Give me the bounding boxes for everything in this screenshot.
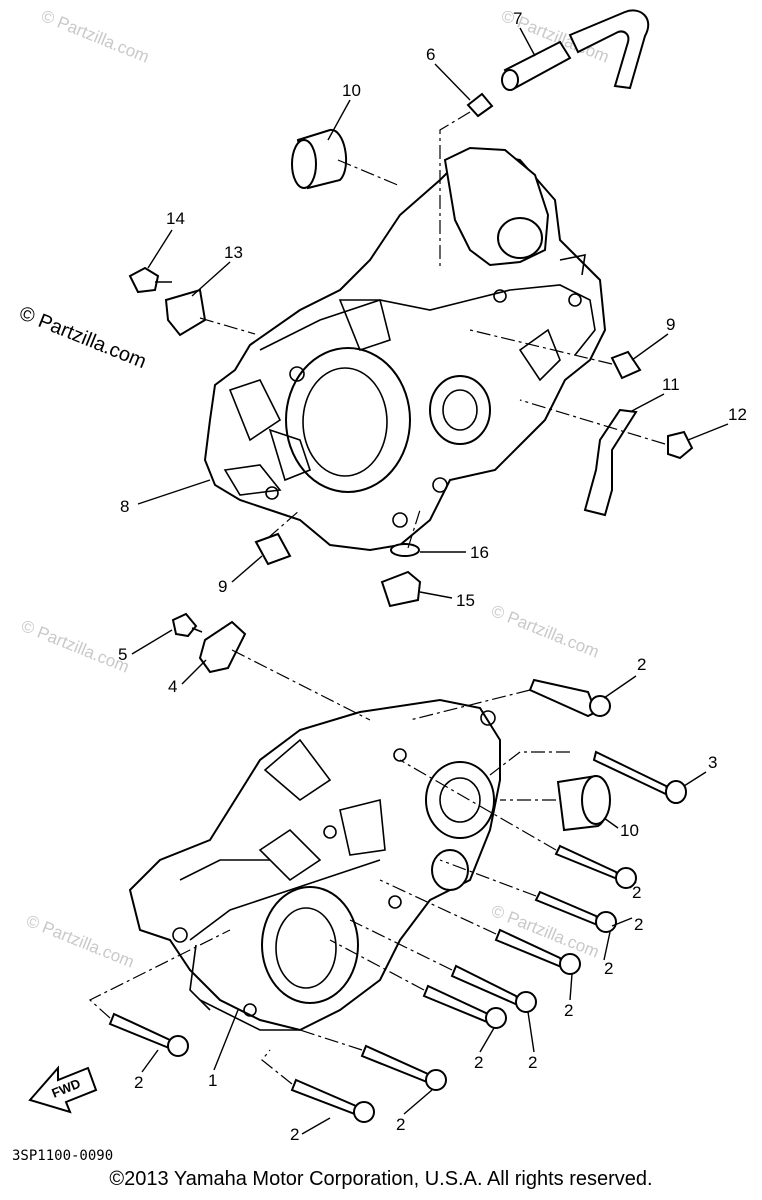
watermark-faint: © Partzilla.com bbox=[19, 616, 132, 677]
callouts: 7 6 10 14 13 9 11 12 8 16 9 15 5 bbox=[118, 9, 747, 1144]
watermark-faint: © Partzilla.com bbox=[39, 6, 152, 67]
copyright-notice: ©2013 Yamaha Motor Corporation, U.S.A. A… bbox=[109, 1168, 653, 1190]
part-10-bushing-upper bbox=[291, 129, 348, 190]
part-9-dowels bbox=[254, 350, 642, 566]
part-7-hose bbox=[501, 9, 650, 91]
callout-2: 2 bbox=[290, 1125, 299, 1144]
fwd-arrow-icon: FWD bbox=[28, 1065, 98, 1114]
callout-2: 2 bbox=[474, 1053, 483, 1072]
callout-9: 9 bbox=[666, 315, 675, 334]
callout-4: 4 bbox=[168, 677, 177, 696]
part-11-12-stay-bolt bbox=[583, 408, 694, 517]
watermark-faint: © Partzilla.com bbox=[489, 601, 602, 662]
part-10-bushing-lower bbox=[556, 774, 611, 832]
callout-13: 13 bbox=[224, 243, 243, 262]
callout-3: 3 bbox=[708, 753, 717, 772]
callout-14: 14 bbox=[166, 209, 185, 228]
callout-2: 2 bbox=[528, 1053, 537, 1072]
callout-6: 6 bbox=[426, 45, 435, 64]
callout-2: 2 bbox=[396, 1115, 405, 1134]
callout-15: 15 bbox=[456, 591, 475, 610]
callout-2: 2 bbox=[632, 883, 641, 902]
callout-2: 2 bbox=[604, 959, 613, 978]
callout-12: 12 bbox=[728, 405, 747, 424]
watermark-faint: © Partzilla.com bbox=[24, 911, 137, 972]
part-6-nipple bbox=[466, 92, 494, 118]
watermark-main: © Partzilla.com bbox=[16, 302, 149, 373]
callout-10: 10 bbox=[342, 81, 361, 100]
crankcase-upper bbox=[203, 146, 607, 552]
callout-2: 2 bbox=[564, 1001, 573, 1020]
callout-16: 16 bbox=[470, 543, 489, 562]
callout-2: 2 bbox=[634, 915, 643, 934]
bolts bbox=[108, 678, 687, 1123]
callout-1: 1 bbox=[208, 1071, 217, 1090]
callout-5: 5 bbox=[118, 645, 127, 664]
callout-10: 10 bbox=[620, 821, 639, 840]
diagram-code: 3SP1100-0090 bbox=[12, 1148, 113, 1164]
callout-2: 2 bbox=[637, 655, 646, 674]
callout-11: 11 bbox=[662, 375, 680, 394]
part-13-14-plate-bolt bbox=[128, 266, 207, 337]
callout-7: 7 bbox=[513, 9, 522, 28]
part-15-16-plug-washer bbox=[380, 543, 422, 608]
part-4-5-plate-bolt bbox=[171, 612, 247, 674]
crankcase-lower bbox=[128, 698, 501, 1032]
callout-8: 8 bbox=[120, 497, 129, 516]
callout-2: 2 bbox=[134, 1073, 143, 1092]
callout-9: 9 bbox=[218, 577, 227, 596]
